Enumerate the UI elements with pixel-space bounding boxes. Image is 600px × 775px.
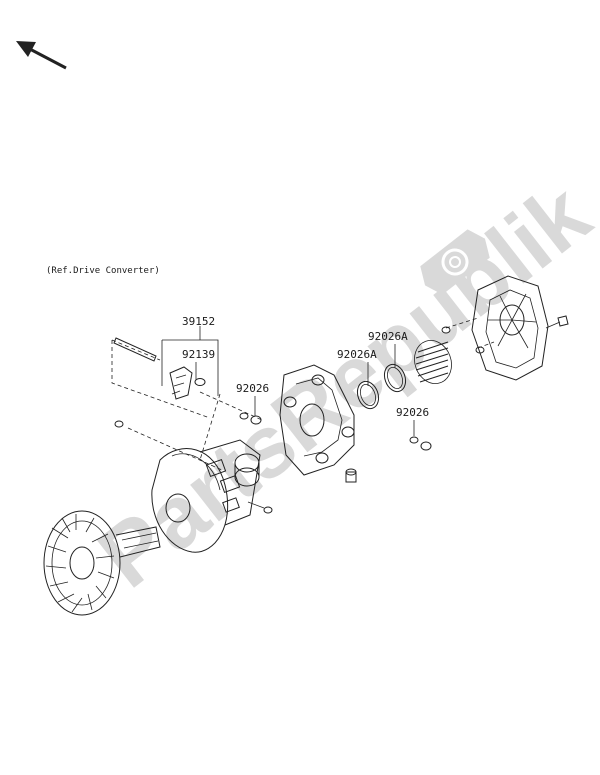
watermark-gear-icon [420,229,490,295]
assembly-guide-lines [111,339,263,471]
part-92026-left-collars [239,396,262,425]
ramp-plate [279,364,355,476]
part-92026-right-collars [409,420,432,451]
part-92026A-rings [356,344,407,410]
pin-part [113,337,157,362]
bolt-part-center [247,501,273,514]
bolt-part-right [545,315,569,329]
pin-part-right [441,317,495,354]
spring-part [414,340,452,384]
label-92026A-1: 92026A [368,330,408,343]
drive-pulley-face [151,439,261,553]
part-39152-callout [161,326,219,396]
label-92139: 92139 [182,348,215,361]
label-92026A-2: 92026A [337,348,377,361]
label-92026-left: 92026 [236,382,269,395]
front-direction-arrow-icon [16,41,67,70]
label-92026-right: 92026 [396,406,429,419]
label-39152: 39152 [182,315,215,328]
bolt-part-left [114,420,124,428]
collar-part [345,468,357,483]
reference-note: (Ref.Drive Converter) [46,266,160,276]
drive-fan-sheave [43,510,161,616]
part-92139-roller [169,362,206,400]
cover-plate [471,275,549,381]
